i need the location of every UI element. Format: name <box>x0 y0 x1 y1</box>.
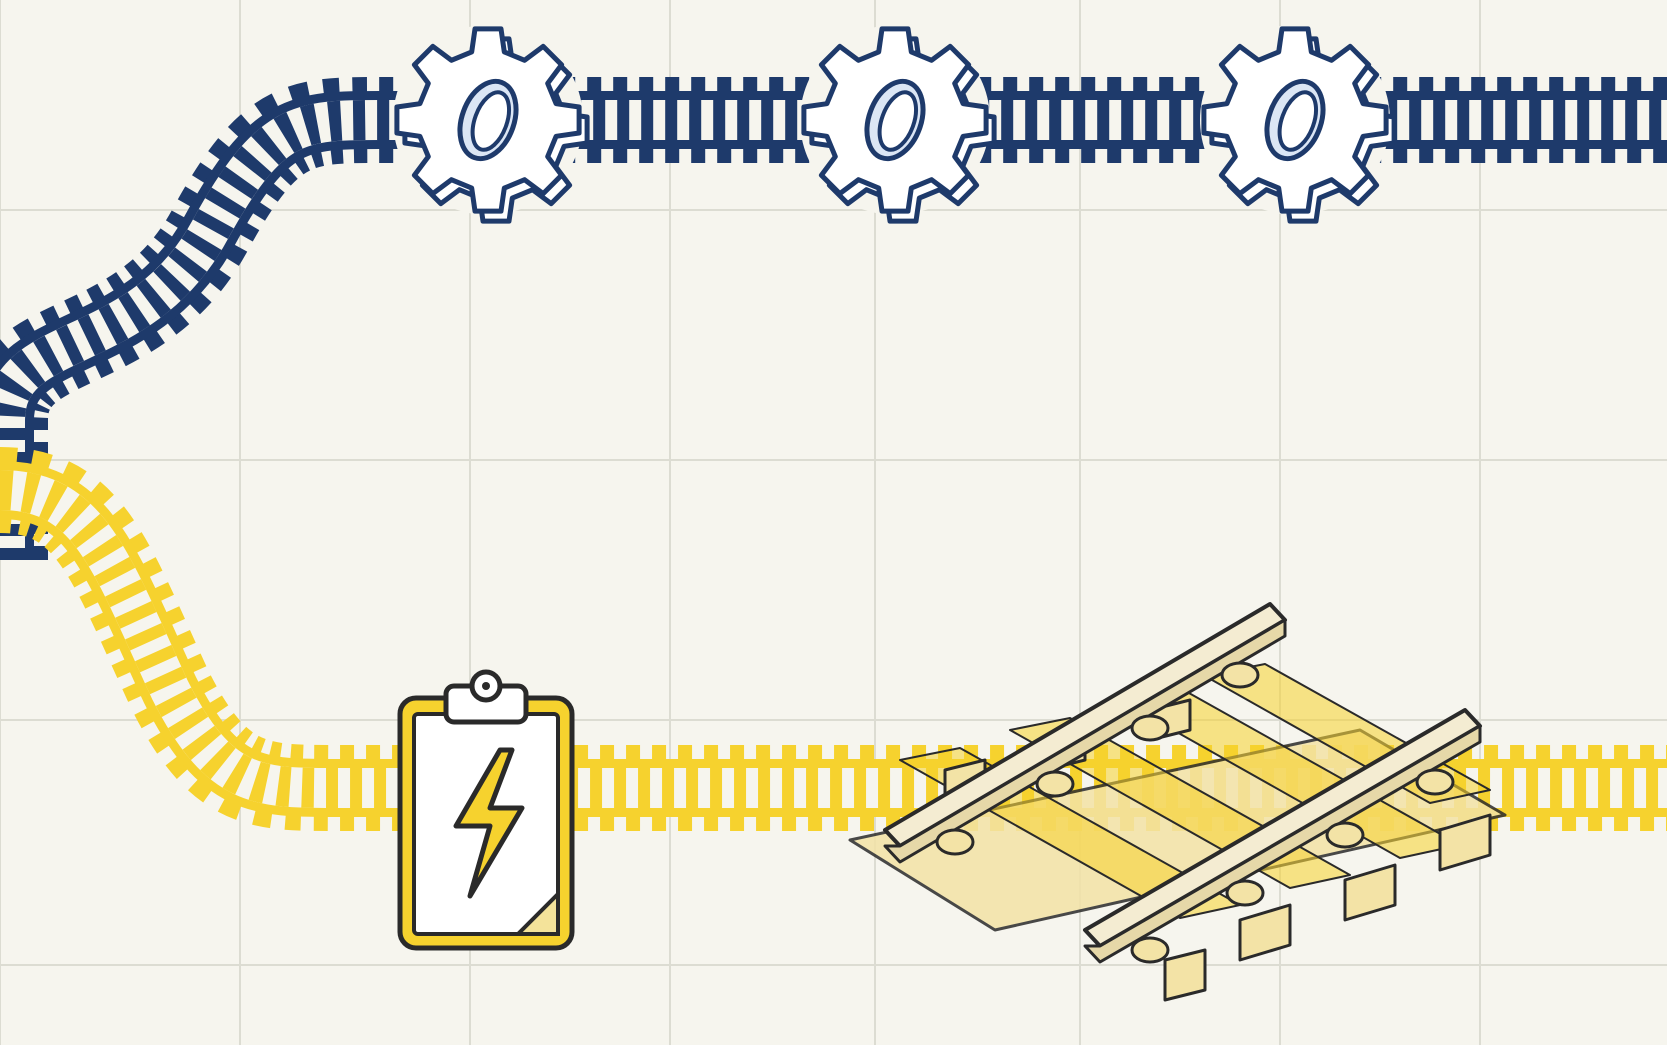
yellow-track-ties <box>0 470 1667 809</box>
gear-stations <box>393 25 1397 224</box>
sleeper-block <box>1343 863 1397 922</box>
rail-fastener <box>1415 768 1455 796</box>
sleeper-block <box>1163 948 1207 1002</box>
clipboard-lightning-icon <box>397 669 575 951</box>
rail-fastener <box>935 828 975 856</box>
gear-icon <box>800 25 997 224</box>
rail-fastener <box>1130 714 1170 742</box>
rail-section-icon <box>848 602 1507 1002</box>
blue-track-ties <box>0 100 1667 560</box>
sleeper-block <box>1238 903 1292 962</box>
rail-fastener <box>1035 770 1075 798</box>
rail-fastener <box>1325 821 1365 849</box>
lightning-icon <box>453 747 525 899</box>
blue-track <box>0 77 1667 560</box>
yellow-track <box>0 447 1667 832</box>
rail-fastener <box>1130 936 1170 964</box>
sleeper-block <box>1438 813 1492 872</box>
gear-icon <box>1200 25 1397 224</box>
gear-icon <box>393 25 590 224</box>
clipboard-page-curl <box>513 889 560 936</box>
rail-fastener <box>1225 879 1265 907</box>
rail-fastener <box>1220 661 1260 689</box>
